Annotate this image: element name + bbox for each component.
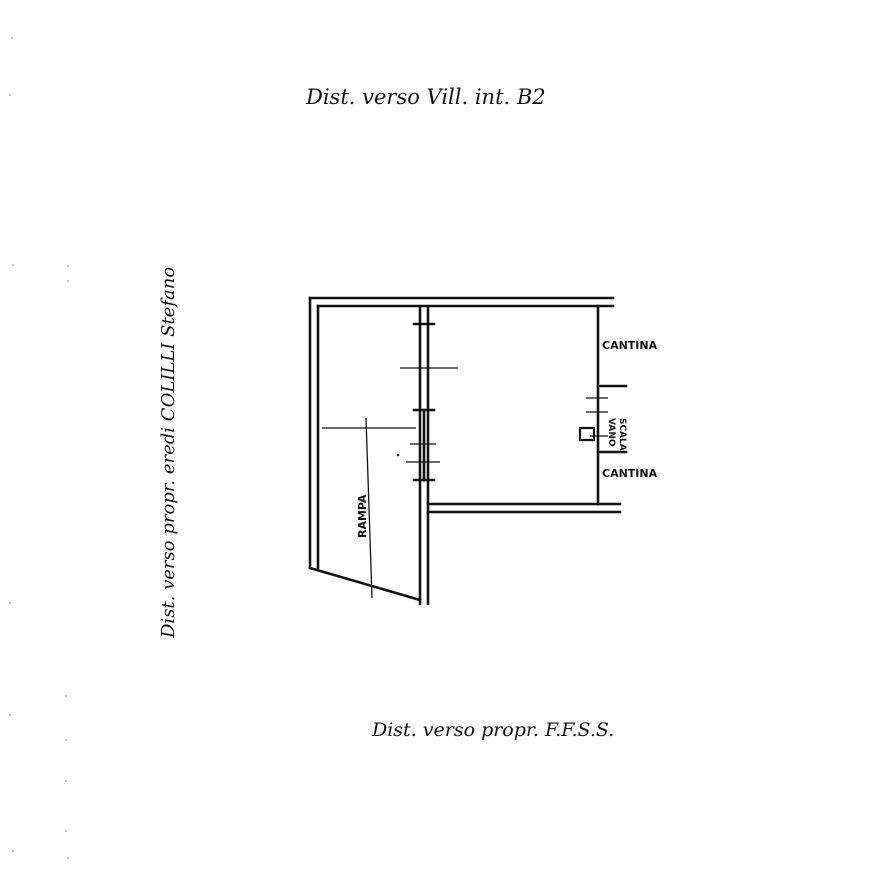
stair-well: VANO SCALA [578,384,628,454]
label-ramp: RAMPA [356,494,369,538]
scan-specks [9,37,69,859]
label-bottom-distance: Dist. verso propr. F.F.S.S. [371,719,614,741]
label-stair-scala: SCALA [617,418,627,451]
partition-openings [400,322,458,482]
label-left-distance: Dist. verso propr. eredi COLILLI Stefano [158,267,179,639]
label-cellar-bottom: CANTINA [602,467,658,480]
walls [308,296,622,606]
label-top-distance: Dist. verso Vill. int. B2 [305,85,546,109]
label-stair-vano: VANO [606,418,616,447]
ramp: RAMPA [322,417,416,599]
label-cellar-top: CANTINA [602,339,658,352]
